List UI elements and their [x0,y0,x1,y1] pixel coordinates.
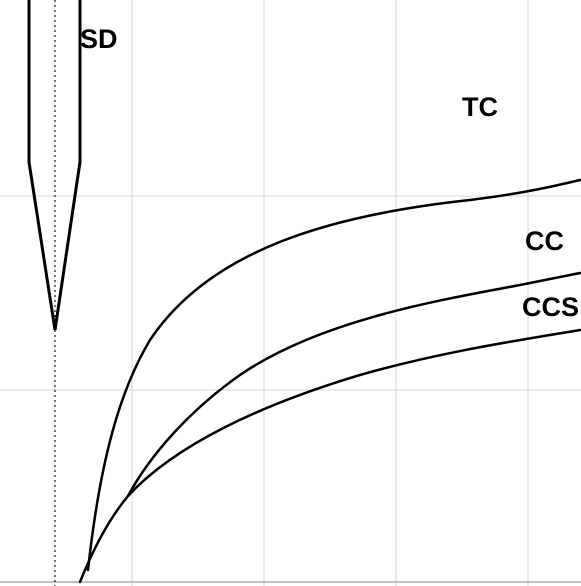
label-sd: SD [80,24,118,54]
label-ccs: CCS [522,292,579,322]
curves [78,178,581,584]
curve-cc [126,271,581,498]
probe-outline [27,0,82,331]
curve-ccs [78,328,581,584]
probe [27,0,82,586]
curve-tc [86,178,581,572]
label-tc: TC [462,92,498,122]
label-cc: CC [525,226,564,256]
